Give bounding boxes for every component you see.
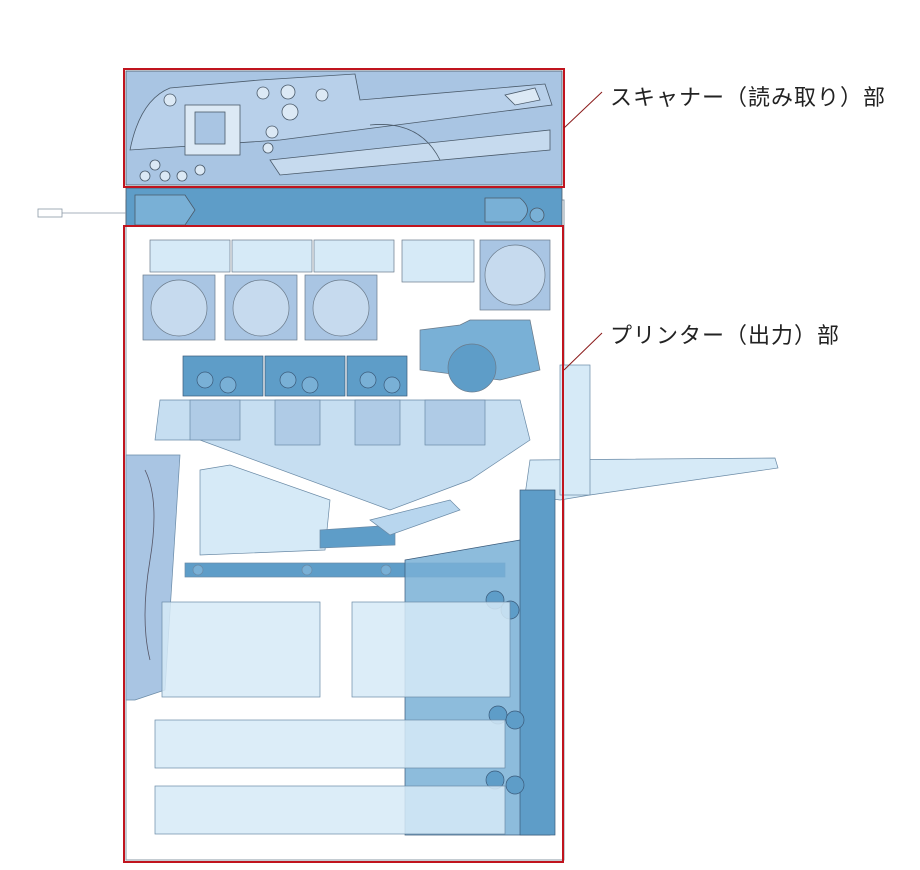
transfer-belt <box>154 399 531 511</box>
developing-units <box>182 355 408 397</box>
printer-highlight-frame <box>123 225 564 863</box>
printer-label: プリンター（出力）部 <box>610 324 841 349</box>
scanner-unit <box>125 70 563 186</box>
scanner-leader-line <box>563 91 603 129</box>
platen-bar <box>37 187 563 227</box>
drum-units <box>142 274 378 341</box>
paper-tray-2 <box>351 601 511 698</box>
paper-tray-1 <box>161 601 321 698</box>
scanner-label: スキャナー（読み取り）部 <box>610 86 887 111</box>
side-cover <box>559 364 591 496</box>
fuser-area <box>184 464 506 578</box>
paper-tray-3 <box>154 719 506 769</box>
paper-tray-4 <box>154 785 506 835</box>
toner-area <box>142 239 551 393</box>
printer-leader-line <box>563 332 603 371</box>
paper-trays <box>154 601 511 835</box>
